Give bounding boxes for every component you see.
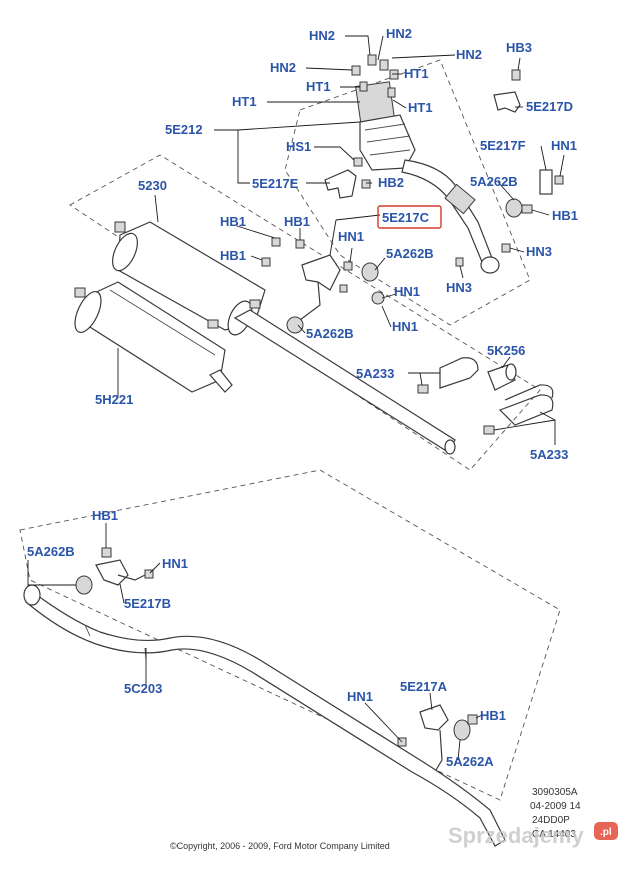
watermark: Sprzedajemy .pl bbox=[448, 822, 618, 848]
label-hn1-top: HN1 bbox=[551, 138, 577, 153]
label-5e217a: 5E217A bbox=[400, 679, 448, 694]
label-5a262b-left: 5A262B bbox=[27, 544, 75, 559]
drawing-date: 04-2009 14 bbox=[530, 801, 581, 812]
watermark-text: Sprzedajemy bbox=[448, 823, 584, 848]
leader-lines bbox=[27, 35, 565, 761]
label-hb2: HB2 bbox=[378, 175, 404, 190]
label-hn3-a: HN3 bbox=[526, 244, 552, 259]
bolt-hb3 bbox=[511, 69, 521, 81]
highlight-5e217c bbox=[377, 205, 442, 229]
bracket-5e217b-assembly bbox=[75, 547, 154, 595]
label-hn2-d: HN2 bbox=[456, 47, 482, 62]
intermediate-group-outline bbox=[19, 469, 561, 801]
intermediate-pipe-5c203 bbox=[23, 584, 506, 847]
bracket-5e217e bbox=[324, 169, 357, 199]
rear-silencer-group-outline bbox=[69, 154, 541, 471]
label-5e212: 5E212 bbox=[165, 122, 203, 137]
label-5e217c: 5E217C bbox=[382, 210, 430, 225]
bracket-5e217d bbox=[493, 91, 521, 113]
label-ht1-b: HT1 bbox=[404, 66, 429, 81]
label-hn1-c: HN1 bbox=[394, 284, 420, 299]
label-5h221: 5H221 bbox=[95, 392, 133, 407]
drawing-metadata: 3090305A 04-2009 14 24DD0P CA 14403 bbox=[530, 787, 581, 840]
label-hn1-low: HN1 bbox=[162, 556, 188, 571]
drawing-ref2: CA 14403 bbox=[532, 829, 576, 840]
label-ht1-d: HT1 bbox=[408, 100, 433, 115]
label-5a262b-right: 5A262B bbox=[470, 174, 518, 189]
front-group-outline bbox=[284, 59, 531, 326]
label-hb1-low: HB1 bbox=[92, 508, 118, 523]
rear-silencer-5230 bbox=[112, 221, 456, 455]
label-ht1-a: HT1 bbox=[306, 79, 331, 94]
catalytic-converter bbox=[355, 81, 500, 274]
label-5c203: 5C203 bbox=[124, 681, 162, 696]
part-labels: HN2 HN2 HN2 HN2 HT1 HT1 HT1 HT1 HB3 5E21… bbox=[27, 26, 578, 769]
label-hb1-bottom: HB1 bbox=[480, 708, 506, 723]
label-hb1-c: HB1 bbox=[220, 248, 246, 263]
label-hn2-c: HN2 bbox=[270, 60, 296, 75]
label-5e217b: 5E217B bbox=[124, 596, 171, 611]
catalyst-fasteners bbox=[351, 54, 399, 189]
label-hb1-a: HB1 bbox=[220, 214, 246, 229]
label-hn1-bottom: HN1 bbox=[347, 689, 373, 704]
label-hn1-d: HN1 bbox=[392, 319, 418, 334]
label-5a262b-low: 5A262B bbox=[306, 326, 354, 341]
label-hn1-mid: HN1 bbox=[338, 229, 364, 244]
label-hb1-right: HB1 bbox=[552, 208, 578, 223]
label-5a262b-mid: 5A262B bbox=[386, 246, 434, 261]
watermark-badge bbox=[594, 822, 618, 840]
drawing-code: 3090305A bbox=[532, 787, 578, 798]
silencer-5h221 bbox=[74, 281, 233, 393]
drawing-ref: 24DD0P bbox=[532, 815, 570, 826]
label-hb3: HB3 bbox=[506, 40, 532, 55]
bracket-5e217c-assembly bbox=[261, 237, 385, 334]
label-hn2-b: HN2 bbox=[386, 26, 412, 41]
clamp-5a233-lower bbox=[483, 384, 554, 435]
label-5e217f: 5E217F bbox=[480, 138, 526, 153]
label-5230: 5230 bbox=[138, 178, 167, 193]
watermark-badge-text: .pl bbox=[600, 827, 612, 838]
label-5k256: 5K256 bbox=[487, 343, 525, 358]
copyright-notice: ©Copyright, 2006 - 2009, Ford Motor Comp… bbox=[170, 841, 390, 851]
label-hb1-b: HB1 bbox=[284, 214, 310, 229]
clamp-5a233-upper bbox=[417, 357, 479, 394]
label-5a262a: 5A262A bbox=[446, 754, 494, 769]
label-hn3-b: HN3 bbox=[446, 280, 472, 295]
sleeve-5k256 bbox=[487, 363, 517, 391]
label-5e217d: 5E217D bbox=[526, 99, 573, 114]
label-ht1-c: HT1 bbox=[232, 94, 257, 109]
bracket-5e217a-assembly bbox=[397, 704, 478, 771]
label-5e217e: 5E217E bbox=[252, 176, 299, 191]
label-hn2-a: HN2 bbox=[309, 28, 335, 43]
label-5a233-a: 5A233 bbox=[356, 366, 394, 381]
label-5a233-b: 5A233 bbox=[530, 447, 568, 462]
label-hs1: HS1 bbox=[286, 139, 311, 154]
